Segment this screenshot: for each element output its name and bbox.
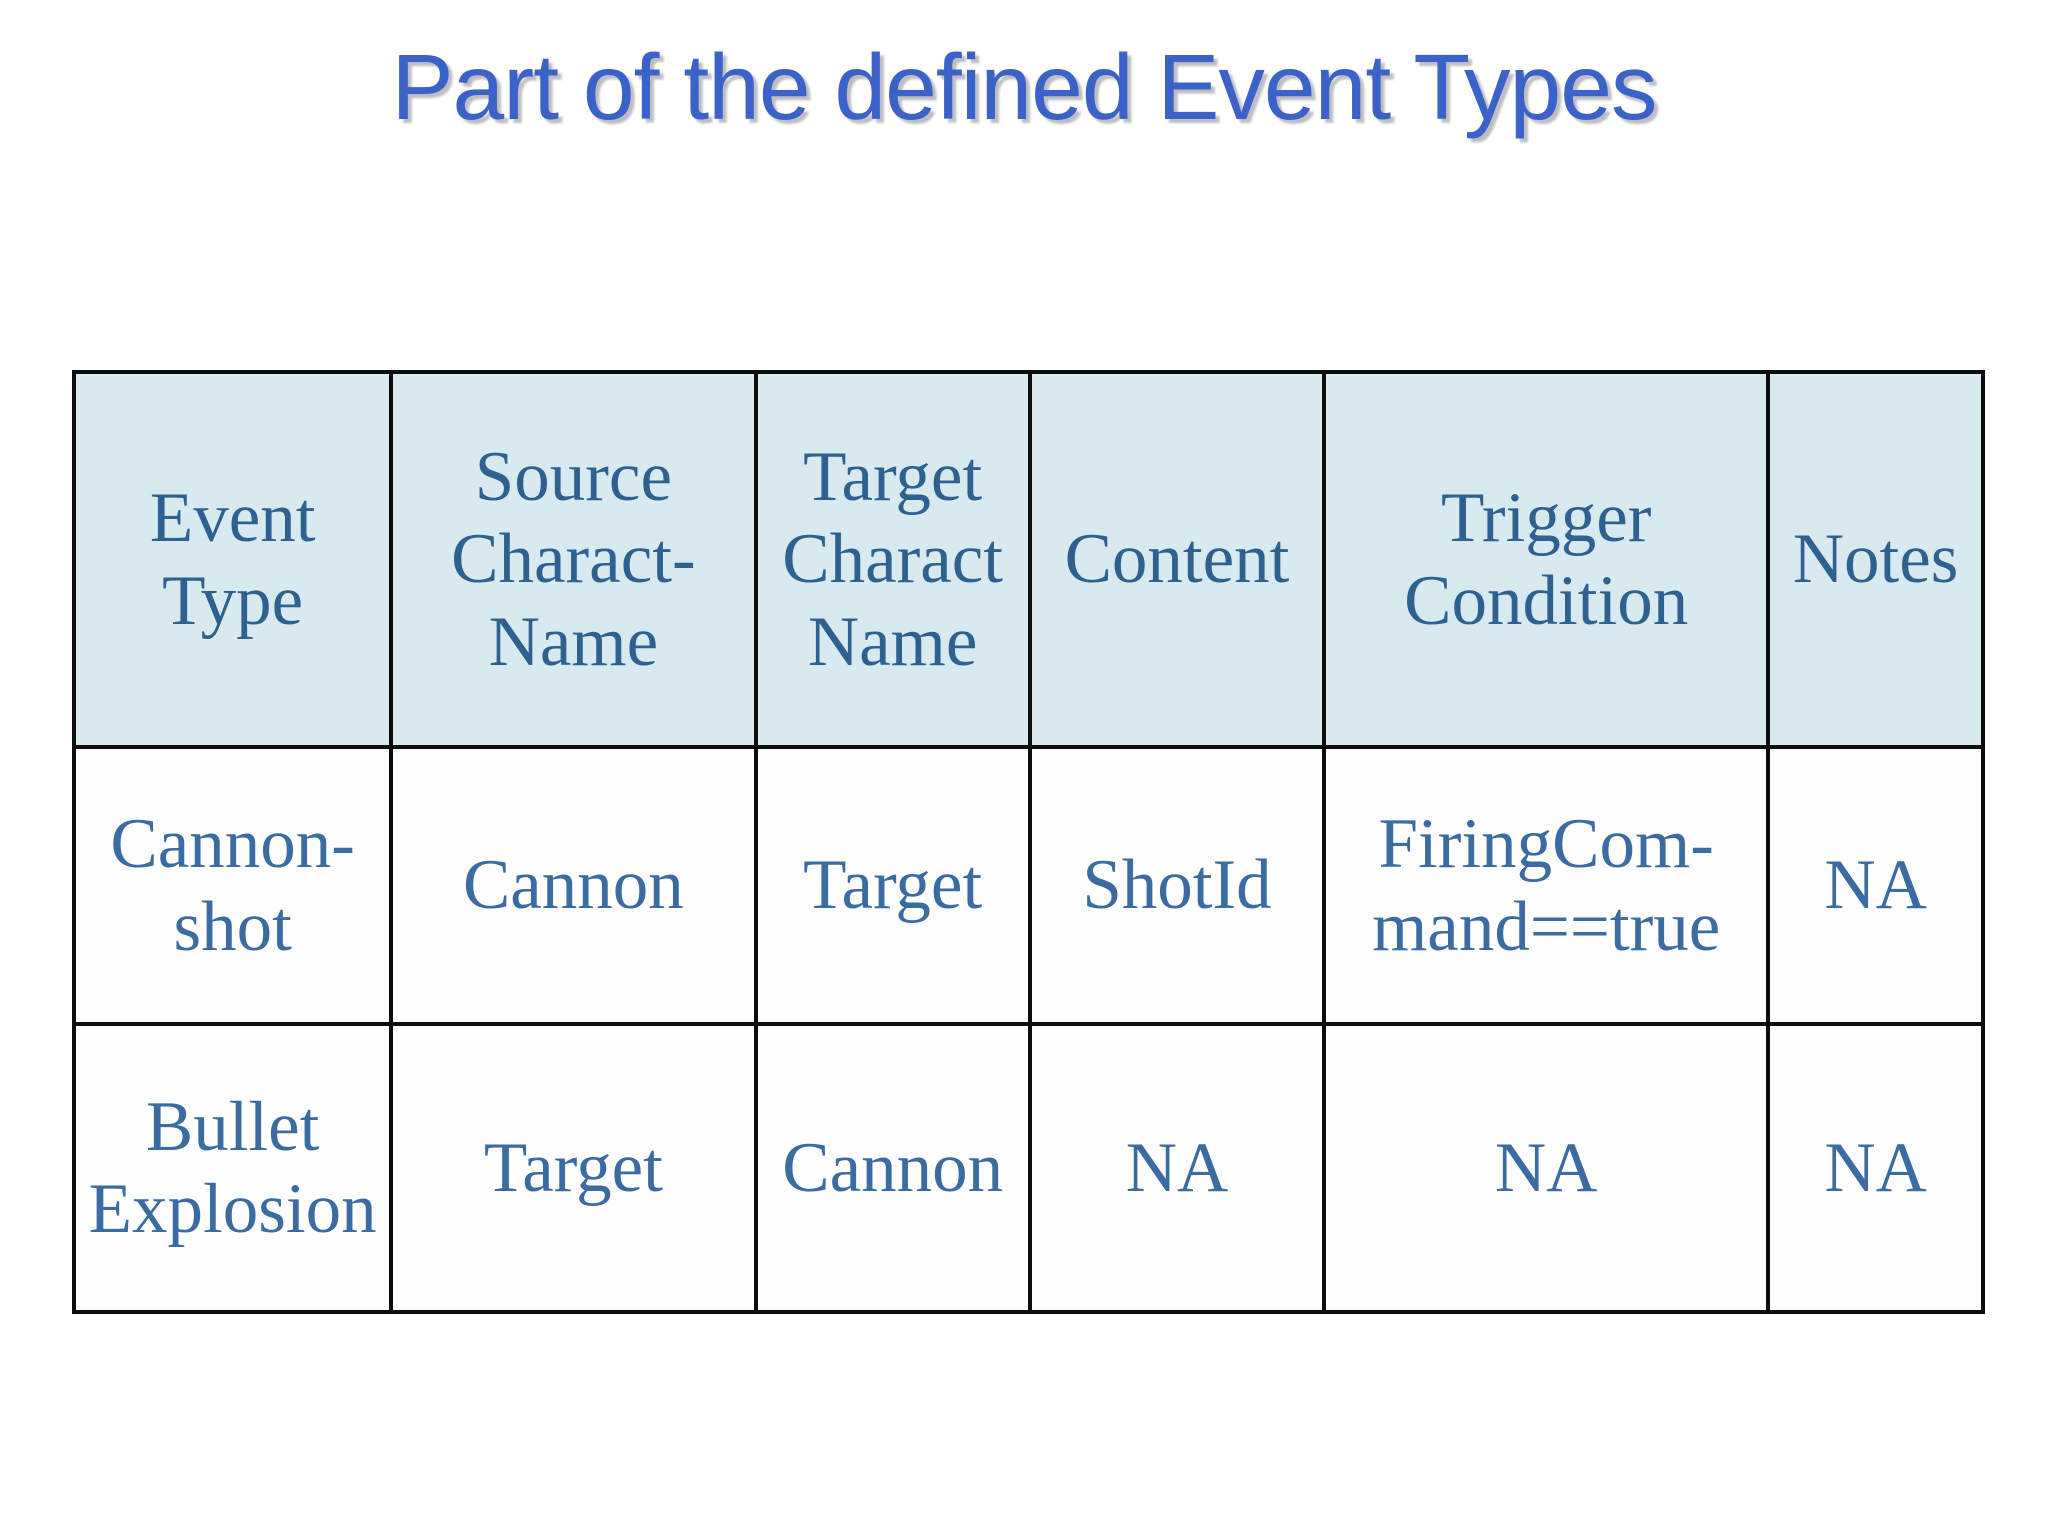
- cell-notes: NA: [1766, 745, 1985, 1026]
- cell-target-name: Cannon: [753, 1022, 1032, 1314]
- header-cell-source-charact-name: Source Charact- Name: [389, 370, 758, 749]
- cell-event-type: Cannon- shot: [71, 745, 394, 1026]
- cell-trigger: FiringCom- mand==true: [1322, 745, 1771, 1026]
- header-cell-trigger-condition: Trigger Condition: [1322, 370, 1771, 749]
- cell-content: ShotId: [1027, 745, 1327, 1026]
- cell-source-name: Cannon: [389, 745, 758, 1026]
- table-header-row: Event Type Source Charact- Name Target C…: [71, 370, 1985, 749]
- cell-trigger: NA: [1322, 1022, 1771, 1314]
- cell-notes: NA: [1766, 1022, 1985, 1314]
- page-title: Part of the defined Event Types: [391, 35, 1658, 139]
- event-types-table: Event Type Source Charact- Name Target C…: [71, 370, 1985, 1314]
- header-cell-content: Content: [1027, 370, 1327, 749]
- table-row-cannon-shot: Cannon- shot Cannon Target ShotId Firing…: [71, 745, 1985, 1026]
- cell-target-name: Target: [753, 745, 1032, 1026]
- header-cell-target-charact-name: Target Charact Name: [753, 370, 1032, 749]
- cell-event-type: Bullet Explosion: [71, 1022, 394, 1314]
- table-row-bullet-explosion: Bullet Explosion Target Cannon NA NA NA: [71, 1022, 1985, 1314]
- cell-source-name: Target: [389, 1022, 758, 1314]
- header-cell-notes: Notes: [1766, 370, 1985, 749]
- cell-content: NA: [1027, 1022, 1327, 1314]
- header-cell-event-type: Event Type: [71, 370, 394, 749]
